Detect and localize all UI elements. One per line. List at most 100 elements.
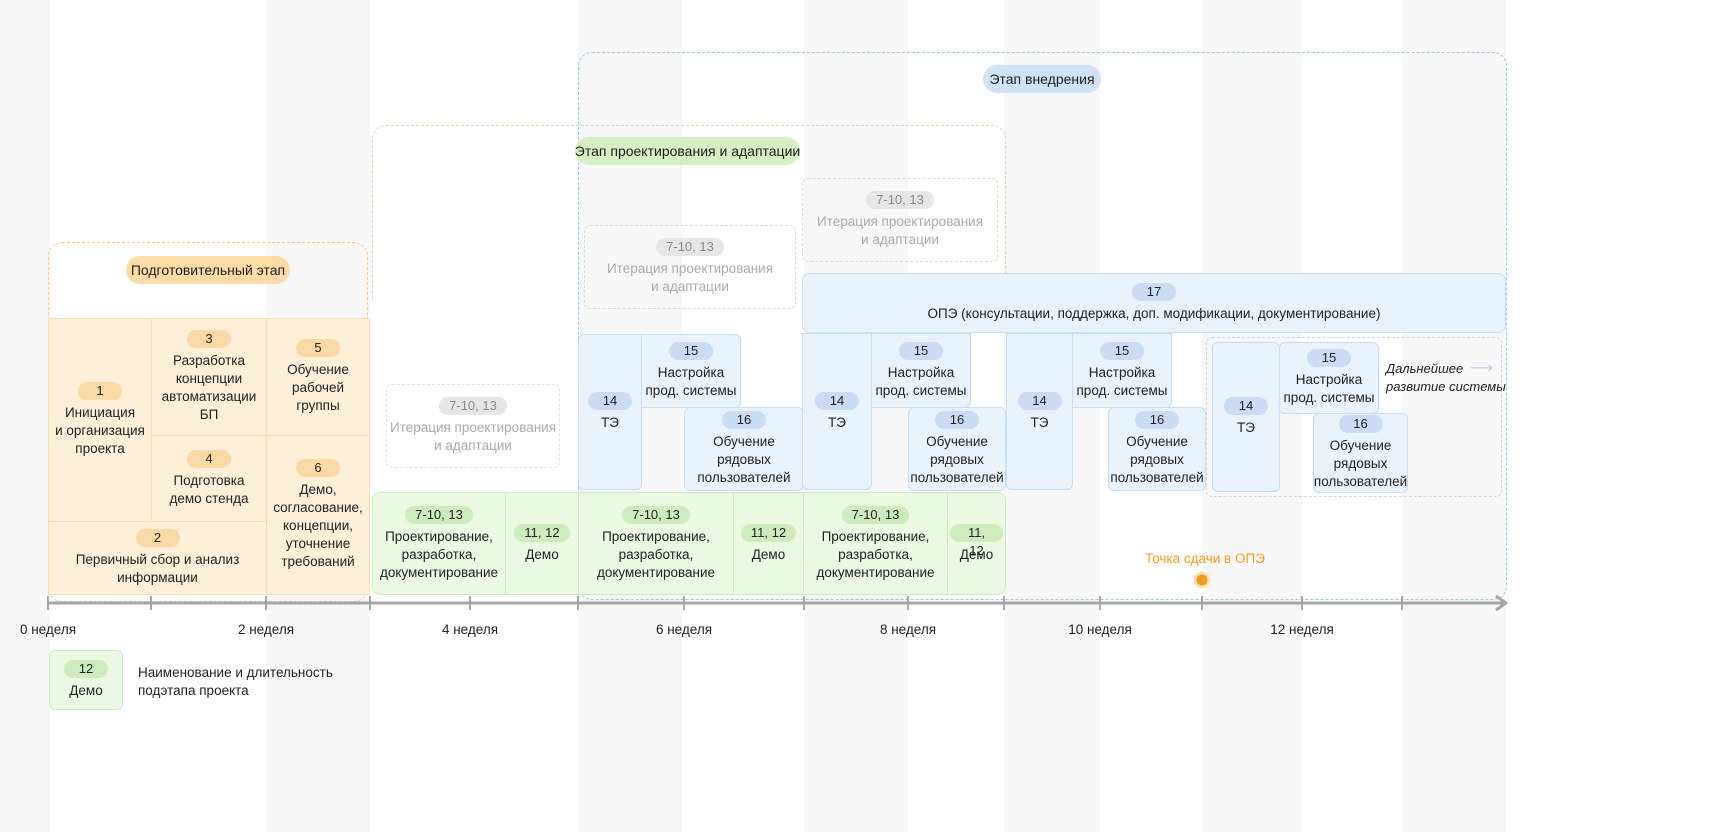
task-label: Настройка прод. системы — [1076, 364, 1168, 398]
task-label: Проектирование, разработка, документиров… — [816, 528, 935, 580]
task-label: Обучение рядовых пользователей — [910, 434, 1004, 485]
task-label: Обучение рядовых пользователей — [1110, 434, 1204, 485]
task-label: Проектирование, разработка, документиров… — [379, 528, 499, 580]
task-number: 16 — [722, 411, 766, 429]
task-number: 14 — [1224, 397, 1268, 415]
task-te: 14 ТЭ — [578, 334, 642, 490]
task-number: 7-10, 13 — [622, 505, 690, 524]
iteration-placeholder: 7-10, 13 Итерация проектирования и адапт… — [386, 384, 560, 468]
task-label: Итерация проектирования и адаптации — [389, 420, 557, 453]
task-number: 6 — [296, 459, 340, 477]
task-label: Разработка концепции автоматизации БП — [161, 353, 257, 422]
task-ope: 17 ОПЭ (консультации, поддержка, доп. мо… — [802, 273, 1506, 333]
task-initiation: 1 Инициация и организация проекта — [48, 318, 152, 522]
legend-description: Наименование и длительность подэтапа про… — [138, 665, 333, 698]
task-number: 14 — [815, 391, 859, 410]
task-number: 16 — [1135, 411, 1179, 429]
task-label: Демо — [959, 546, 994, 562]
tick-label: 4 неделя — [441, 622, 499, 637]
task-demo-stand: 4 Подготовка демо стенда — [151, 435, 267, 523]
task-number: 16 — [935, 411, 979, 429]
task-label: Итерация проектирования и адаптации — [606, 261, 774, 294]
task-number: 4 — [187, 450, 231, 468]
task-label: Настройка прод. системы — [875, 364, 967, 398]
task-number: 5 — [296, 339, 340, 357]
task-number: 7-10, 13 — [866, 191, 934, 209]
task-number: 15 — [1100, 341, 1144, 360]
task-number: 15 — [1307, 349, 1351, 367]
bg-stripe — [1402, 0, 1506, 832]
task-demo: 11, 12 Демо — [506, 492, 579, 595]
task-te: 14 ТЭ — [1212, 342, 1280, 492]
task-design-development: 7-10, 13 Проектирование, разработка, док… — [579, 492, 734, 595]
task-demo: 11, 12 Демо — [734, 492, 804, 595]
task-number: 7-10, 13 — [841, 505, 910, 524]
task-number: 11, 12 — [950, 523, 1003, 558]
task-user-training: 16 Обучение рядовых пользователей — [908, 407, 1006, 491]
task-label: ТЭ — [828, 414, 846, 430]
stage-label-design: Этап проектирования и адаптации — [575, 137, 800, 165]
implementation-stage-frame — [578, 52, 1507, 600]
task-number: 1 — [78, 382, 122, 400]
task-number: 16 — [1338, 415, 1383, 433]
task-label: Обучение рабочей группы — [287, 362, 349, 413]
task-workgroup-training: 5 Обучение рабочей группы — [266, 318, 370, 436]
task-number: 7-10, 13 — [405, 505, 473, 524]
arrow-right-icon: ⟶ — [1470, 360, 1493, 377]
task-te: 14 ТЭ — [802, 333, 872, 490]
task-concept: 3 Разработка концепции автоматизации БП — [151, 318, 267, 436]
tick-label: 6 неделя — [655, 622, 713, 637]
task-demo-approval: 6 Демо, согласование, концепции, уточнен… — [266, 435, 370, 595]
task-number: 11, 12 — [514, 523, 570, 542]
task-number: 7-10, 13 — [656, 238, 724, 256]
future-group-frame — [1206, 337, 1502, 497]
task-number: 3 — [187, 330, 231, 348]
iteration-placeholder: 7-10, 13 Итерация проектирования и адапт… — [802, 178, 998, 262]
stage-label-implementation: Этап внедрения — [983, 65, 1101, 93]
task-label: Итерация проектирования и адаптации — [816, 214, 984, 247]
tick-label: 12 неделя — [1270, 622, 1334, 637]
task-label: Демо — [751, 546, 786, 562]
task-label: Обучение рядовых пользователей — [1313, 438, 1408, 489]
task-prod-setup: 15 Настройка прод. системы — [1279, 342, 1379, 414]
task-label: ОПЭ (консультации, поддержка, доп. модиф… — [927, 306, 1381, 321]
task-design-development: 7-10, 13 Проектирование, разработка, док… — [804, 492, 948, 595]
task-prod-setup: 15 Настройка прод. системы — [1072, 333, 1172, 408]
design-stage-frame — [372, 125, 1006, 300]
task-label: Демо — [525, 546, 559, 562]
legend-sample: 12 Демо — [49, 650, 123, 710]
iteration-placeholder: 7-10, 13 Итерация проектирования и адапт… — [584, 225, 796, 309]
task-design-development: 7-10, 13 Проектирование, разработка, док… — [372, 492, 506, 595]
legend-number: 12 — [64, 660, 108, 678]
task-label: Обучение рядовых пользователей — [697, 434, 791, 485]
task-label: Демо, согласование, концепции, уточнение… — [273, 482, 363, 569]
tick-label: 0 неделя — [19, 622, 77, 637]
task-number: 2 — [135, 529, 180, 547]
legend-label: Демо — [69, 683, 103, 698]
task-te: 14 ТЭ — [1006, 333, 1073, 490]
further-development-label: Дальнейшее развитие системы — [1386, 361, 1506, 394]
task-label: Настройка прод. системы — [645, 365, 737, 398]
task-label: Настройка прод. системы — [1283, 372, 1375, 405]
task-label: ТЭ — [601, 415, 619, 430]
stage-label-preparatory: Подготовительный этап — [126, 256, 290, 284]
task-label: Первичный сбор и анализ информации — [75, 552, 240, 585]
task-prod-setup: 15 Настройка прод. системы — [871, 333, 971, 408]
task-number: 14 — [1017, 391, 1062, 410]
task-label: Проектирование, разработка, документиров… — [596, 528, 716, 580]
task-number: 15 — [669, 342, 713, 360]
tick-label: 2 неделя — [237, 622, 295, 637]
task-number: 11, 12 — [740, 523, 797, 542]
tick-label: 10 неделя — [1068, 622, 1132, 637]
task-number: 7-10, 13 — [439, 397, 507, 415]
task-number: 14 — [588, 392, 632, 410]
tick-label: 8 неделя — [879, 622, 937, 637]
task-user-training: 16 Обучение рядовых пользователей — [1313, 413, 1408, 493]
task-label: ТЭ — [1237, 420, 1255, 435]
task-number: 17 — [1132, 283, 1176, 301]
handover-point-label: Точка сдачи в ОПЭ — [1145, 551, 1265, 566]
bg-stripe — [0, 0, 50, 832]
task-prod-setup: 15 Настройка прод. системы — [641, 334, 741, 408]
